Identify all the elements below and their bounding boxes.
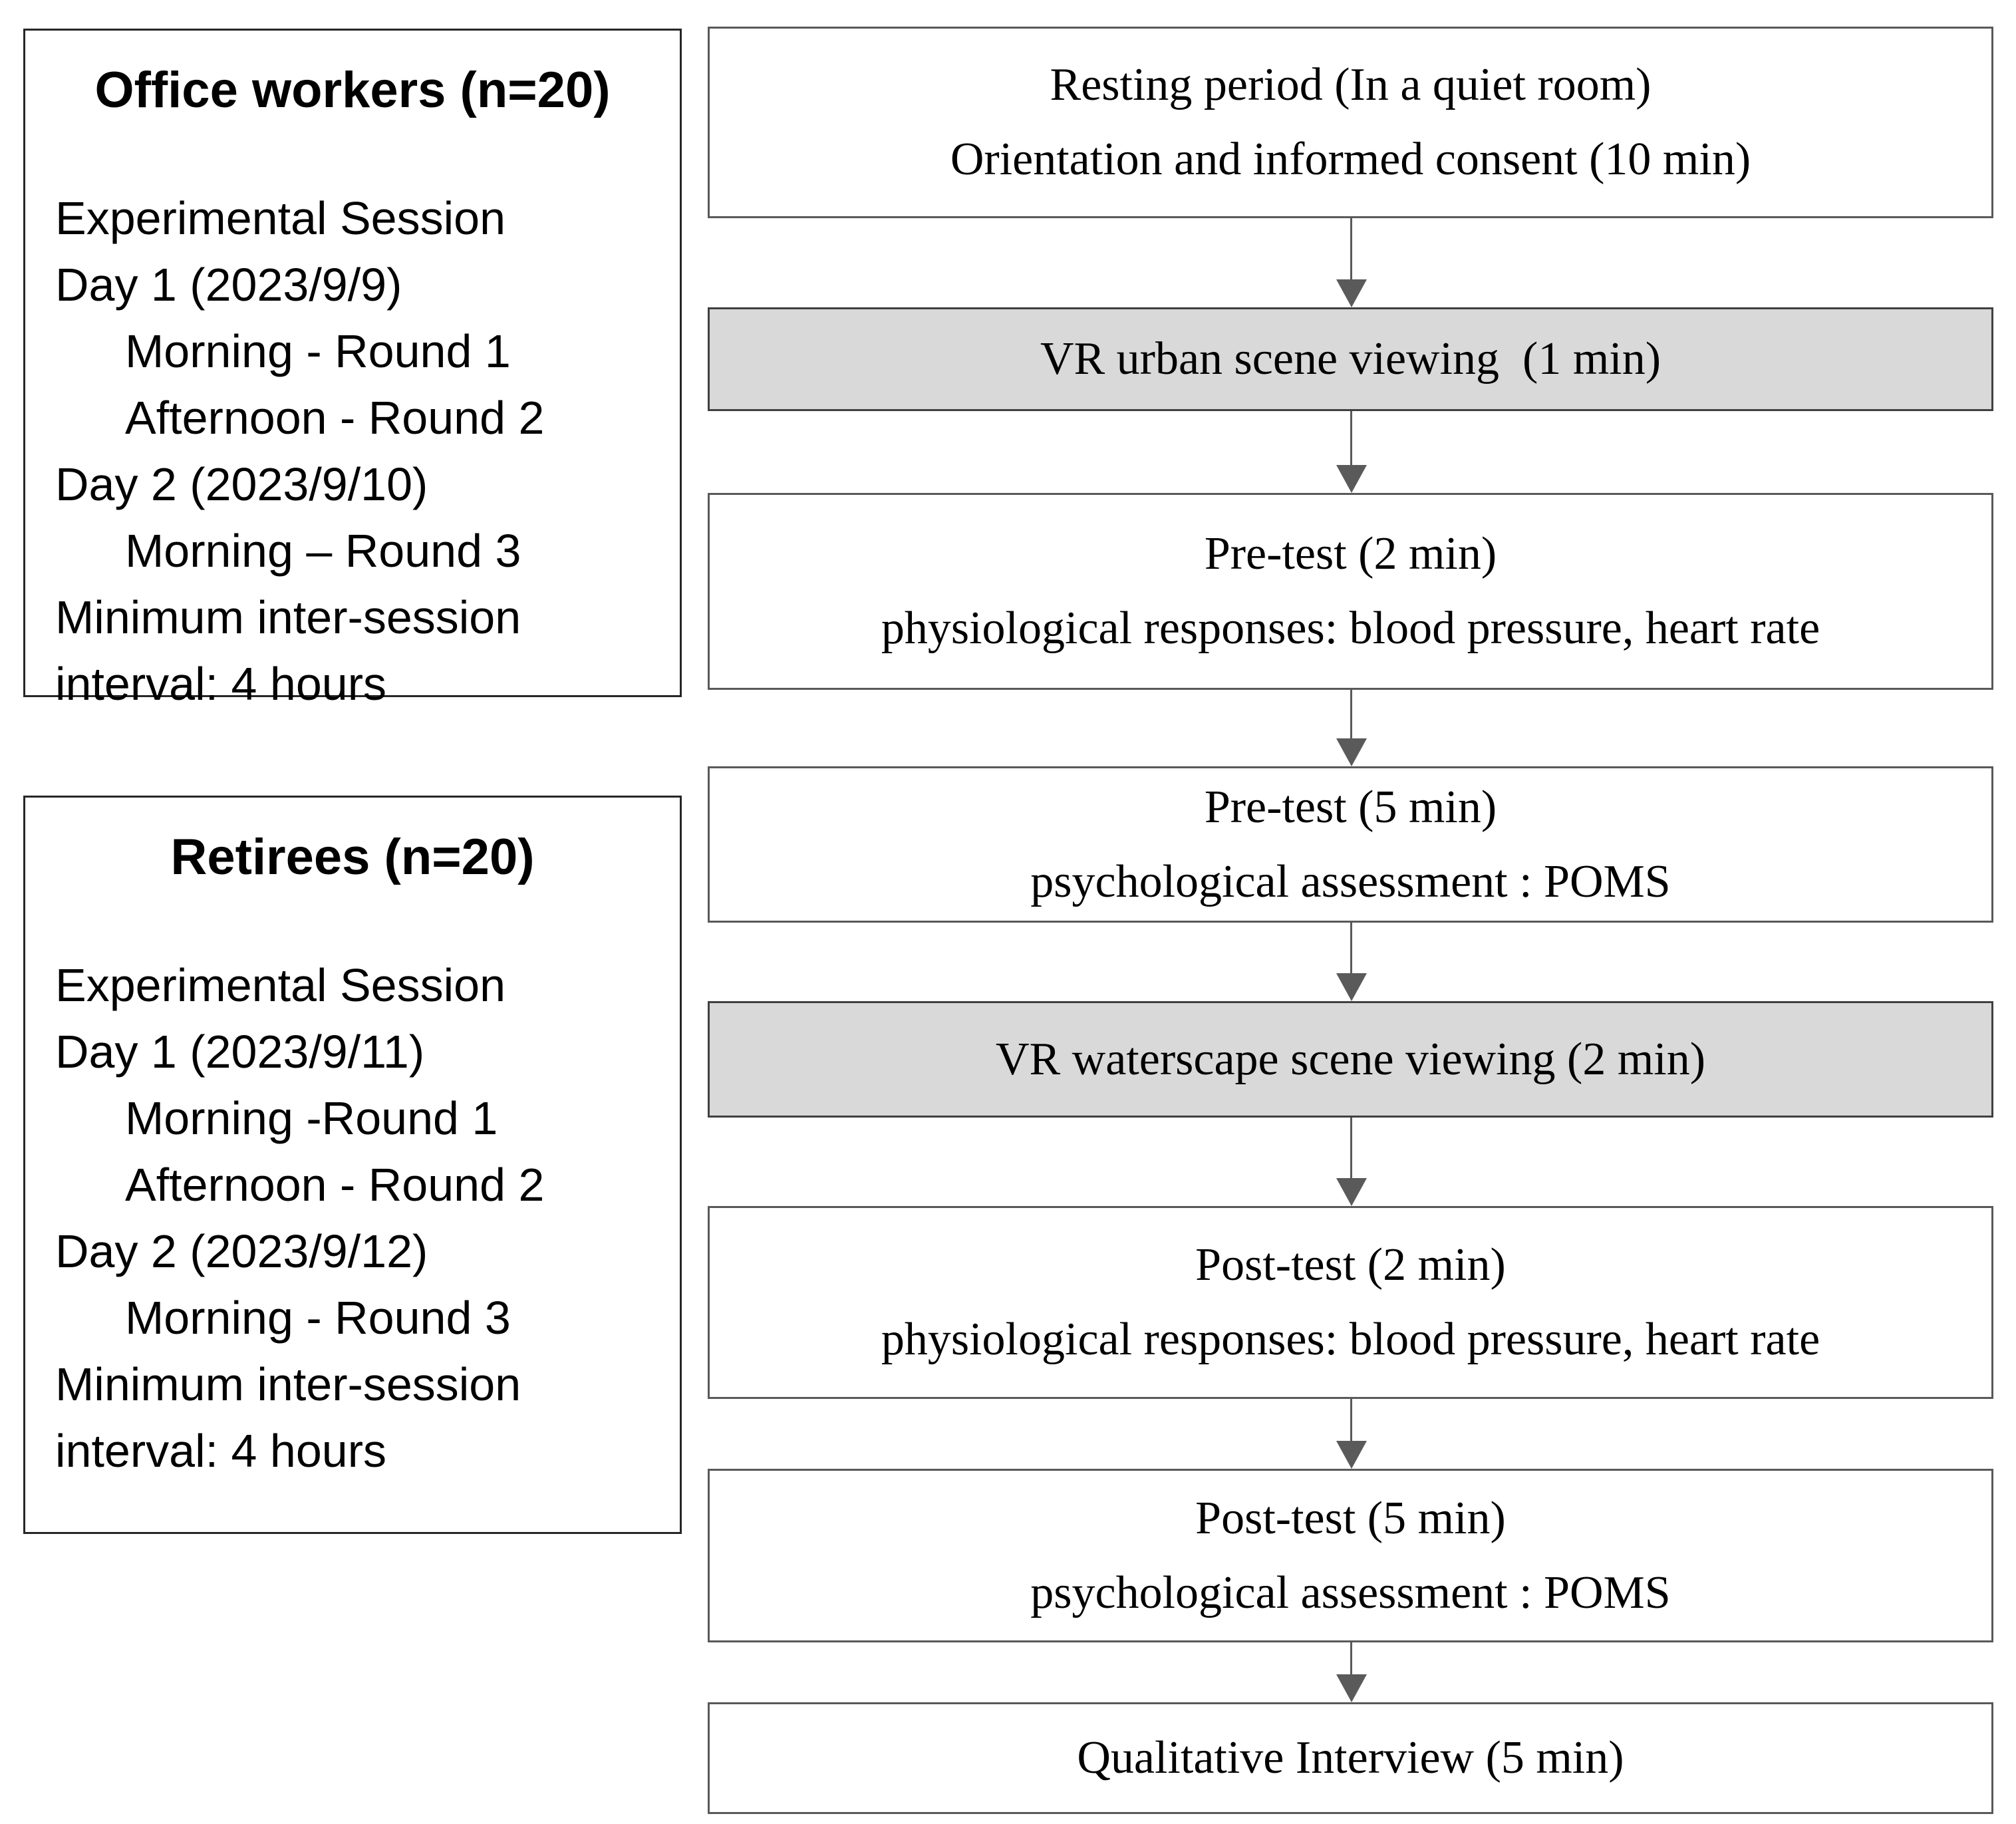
group2-line-experimental-session: Experimental Session — [55, 959, 505, 1011]
arrow-down-7 — [1336, 1642, 1367, 1702]
arrow-shaft — [1350, 411, 1352, 469]
group2-line-minimum-interval: Minimum inter-session — [55, 1358, 521, 1410]
group1-line-morning-round1: Morning - Round 1 — [125, 325, 511, 377]
flow-box-resting-line2: Orientation and informed consent (10 min… — [950, 134, 1751, 185]
group2-line-day2: Day 2 (2023/9/12) — [55, 1225, 428, 1277]
arrow-down-3 — [1336, 690, 1367, 766]
group-box-retirees: Retirees (n=20) Experimental Session Day… — [23, 796, 682, 1534]
group1-line-interval-hours: interval: 4 hours — [55, 658, 387, 710]
group-box-office-workers: Office workers (n=20) Experimental Sessi… — [23, 29, 682, 710]
arrow-down-4 — [1336, 923, 1367, 1001]
group2-line-day1: Day 1 (2023/9/11) — [55, 1026, 425, 1078]
group2-line-morning-round3: Morning - Round 3 — [125, 1292, 511, 1344]
flow-box-posttest-physio-line2: physiological responses: blood pressure,… — [881, 1314, 1820, 1365]
arrow-down-2 — [1336, 411, 1367, 493]
arrowhead-icon — [1336, 1441, 1367, 1469]
group2-line-morning-round1: Morning -Round 1 — [125, 1092, 498, 1144]
arrow-shaft — [1350, 1399, 1352, 1445]
group1-line-minimum-interval: Minimum inter-session — [55, 591, 521, 643]
flow-box-pretest-psych-line2: psychological assessment : POMS — [1030, 855, 1671, 907]
arrow-shaft — [1350, 218, 1352, 283]
arrowhead-icon — [1336, 738, 1367, 766]
arrow-shaft — [1350, 923, 1352, 977]
arrow-down-1 — [1336, 218, 1367, 307]
flow-box-posttest-psych-line1: Post-test (5 min) — [1195, 1492, 1506, 1544]
arrow-shaft — [1350, 1118, 1352, 1182]
arrowhead-icon — [1336, 1178, 1367, 1206]
flow-box-vr-waterscape: VR waterscape scene viewing (2 min) — [708, 1001, 1993, 1118]
arrowhead-icon — [1336, 1674, 1367, 1702]
group1-line-morning-round3: Morning – Round 3 — [125, 525, 521, 577]
flow-box-pretest-psych-line1: Pre-test (5 min) — [1204, 781, 1497, 833]
group-title-retirees: Retirees (n=20) — [170, 829, 535, 885]
flow-box-pretest-physio-line1: Pre-test (2 min) — [1204, 528, 1497, 579]
group2-line-afternoon-round2: Afternoon - Round 2 — [125, 1159, 545, 1211]
flow-box-qualitative-interview-line1: Qualitative Interview (5 min) — [1077, 1732, 1624, 1783]
group1-line-day1: Day 1 (2023/9/9) — [55, 259, 402, 311]
group1-line-experimental-session: Experimental Session — [55, 192, 505, 244]
flow-box-vr-urban-line1: VR urban scene viewing (1 min) — [1040, 333, 1661, 384]
arrow-down-6 — [1336, 1399, 1367, 1469]
arrowhead-icon — [1336, 465, 1367, 493]
flow-box-vr-urban: VR urban scene viewing (1 min) — [708, 307, 1993, 411]
flow-box-resting-period: Resting period (In a quiet room) Orienta… — [708, 27, 1993, 218]
arrow-shaft — [1350, 1642, 1352, 1678]
flow-box-posttest-psych: Post-test (5 min) psychological assessme… — [708, 1469, 1993, 1642]
flow-box-pretest-psych: Pre-test (5 min) psychological assessmen… — [708, 766, 1993, 923]
arrow-down-5 — [1336, 1118, 1367, 1206]
group-title-office-workers: Office workers (n=20) — [94, 62, 611, 118]
flow-box-posttest-psych-line2: psychological assessment : POMS — [1030, 1567, 1671, 1618]
flow-box-pretest-physio: Pre-test (2 min) physiological responses… — [708, 493, 1993, 690]
group1-line-day2: Day 2 (2023/9/10) — [55, 458, 428, 510]
flow-box-qualitative-interview: Qualitative Interview (5 min) — [708, 1702, 1993, 1814]
flow-box-pretest-physio-line2: physiological responses: blood pressure,… — [881, 603, 1820, 654]
flow-box-resting-line1: Resting period (In a quiet room) — [1050, 59, 1652, 110]
arrowhead-icon — [1336, 973, 1367, 1001]
group1-line-afternoon-round2: Afternoon - Round 2 — [125, 392, 545, 444]
flow-box-vr-waterscape-line1: VR waterscape scene viewing (2 min) — [995, 1033, 1706, 1085]
flow-box-posttest-physio-line1: Post-test (2 min) — [1195, 1239, 1506, 1291]
arrowhead-icon — [1336, 279, 1367, 307]
group2-line-interval-hours: interval: 4 hours — [55, 1425, 387, 1477]
flow-box-posttest-physio: Post-test (2 min) physiological response… — [708, 1206, 1993, 1399]
arrow-shaft — [1350, 690, 1352, 742]
